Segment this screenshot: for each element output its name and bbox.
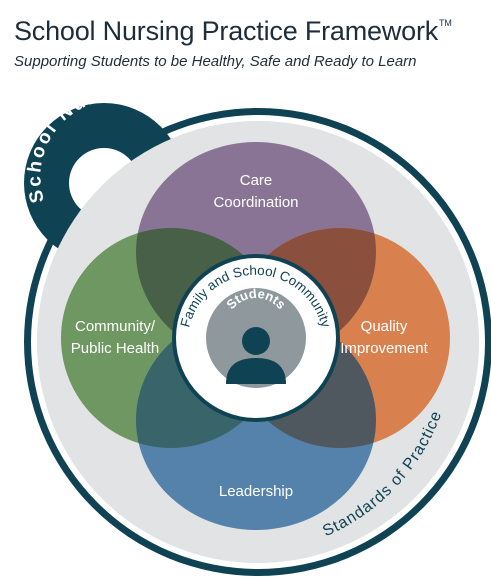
care-coordination-line1: Care — [240, 172, 273, 189]
quality-improvement-line1: Quality — [361, 318, 408, 335]
care-coordination-line2: Coordination — [213, 194, 298, 211]
trademark-mark: TM — [439, 18, 452, 28]
leadership-label: Leadership — [219, 483, 293, 500]
page-subtitle: Supporting Students to be Healthy, Safe … — [14, 53, 417, 70]
page-title: School Nursing Practice FrameworkTM — [14, 16, 452, 47]
person-icon — [226, 327, 286, 384]
title-text: School Nursing Practice Framework — [14, 16, 439, 46]
quality-improvement-line2: Improvement — [340, 340, 428, 357]
community-health-line2: Public Health — [71, 340, 159, 357]
community-health-line1: Community/ — [75, 318, 156, 335]
